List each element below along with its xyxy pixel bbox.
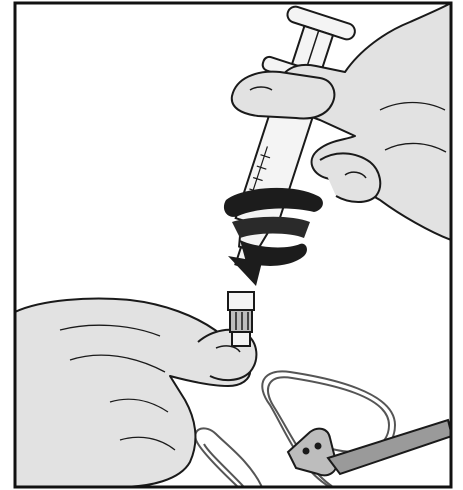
needleless-connector <box>228 292 254 346</box>
